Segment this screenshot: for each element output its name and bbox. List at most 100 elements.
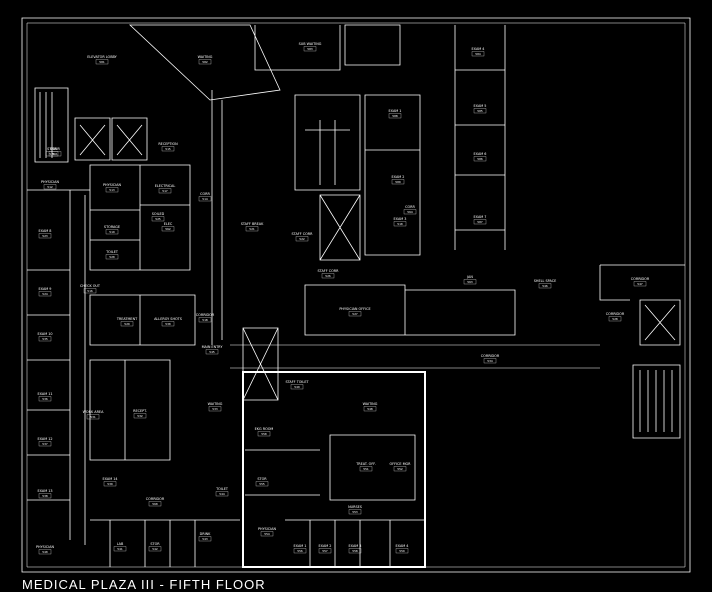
room-name: EXAM 6	[474, 152, 487, 156]
room-number: 541	[117, 547, 123, 551]
plan-caption: MEDICAL PLAZA III - FIFTH FLOOR	[22, 577, 266, 592]
room-number: 513	[109, 188, 115, 192]
room-number: 515	[165, 147, 171, 151]
room-number: 525	[155, 217, 161, 221]
room-name: STAIR	[50, 147, 60, 151]
room-number-box	[95, 59, 109, 65]
room-number: 516	[87, 289, 93, 293]
room-number-box	[133, 413, 147, 419]
room-name: JAN	[466, 275, 473, 279]
outer-wall	[21, 17, 691, 573]
room-name: EXAM 5	[474, 104, 487, 108]
room-number-box	[257, 431, 271, 437]
room-name: CORRIDOR	[146, 497, 165, 501]
room-name: STAFF BREAK	[241, 222, 264, 226]
room-name: EXAM 1	[294, 544, 307, 548]
room-name: WORK AREA	[83, 410, 104, 414]
room-number: 535	[42, 337, 48, 341]
room-number: 550	[261, 432, 267, 436]
treatment-walls	[89, 294, 196, 346]
room-number: 554	[264, 532, 270, 536]
highlighted-suite	[242, 371, 426, 568]
room-number-box	[608, 316, 622, 322]
room-name: WAITING	[363, 402, 378, 406]
room-name: EXAM 9	[39, 287, 52, 291]
room-number: 527	[352, 312, 358, 316]
room-number-box	[38, 336, 52, 342]
south-suite-rooms	[245, 434, 425, 567]
room-number: 508	[392, 114, 398, 118]
room-number-box	[633, 281, 647, 287]
room-number: 537	[42, 442, 48, 446]
room-number-box	[148, 546, 162, 552]
room-number-box	[471, 51, 485, 57]
east-exam-rooms	[454, 25, 506, 250]
room-number: 506	[477, 157, 483, 161]
room-number: 564	[407, 210, 413, 214]
room-number-box	[215, 491, 229, 497]
room-number: 528	[612, 317, 618, 321]
inner-wall	[26, 22, 686, 568]
room-number: 518	[202, 318, 208, 322]
room-number-box	[363, 406, 377, 412]
room-number-box	[198, 536, 212, 542]
room-number: 547	[637, 282, 643, 286]
room-number-box	[318, 548, 332, 554]
room-number: 560	[152, 502, 158, 506]
room-number: 511	[49, 152, 55, 156]
room-name: SHELL SPACE	[534, 279, 556, 283]
room-name: EXAM 8	[39, 229, 52, 233]
room-name: CORRIDOR	[606, 312, 625, 316]
room-number: 539	[107, 482, 113, 486]
room-number: 533	[212, 407, 218, 411]
room-number: 505	[477, 109, 483, 113]
room-name: EXAM 4	[396, 544, 409, 548]
room-name: EXAM 1	[389, 109, 402, 113]
room-number-box	[105, 229, 119, 235]
room-number-box	[161, 321, 175, 327]
east-step	[599, 264, 685, 301]
room-name: EXAM 10	[37, 332, 52, 336]
room-number: 553	[352, 510, 358, 514]
room-number-box	[391, 179, 405, 185]
room-name: SUB WAITING	[299, 42, 322, 46]
room-number: 524	[42, 292, 48, 296]
room-name: ALLERGY SHOTS	[154, 317, 182, 321]
room-number-box	[395, 548, 409, 554]
room-number: 501	[99, 60, 105, 64]
room-number: 529	[124, 322, 130, 326]
room-name: CORR	[405, 205, 415, 209]
room-number: 538	[42, 494, 48, 498]
room-name: STAIR	[47, 147, 57, 151]
room-name: EXAM 4	[472, 47, 485, 51]
room-number: 503	[307, 47, 313, 51]
room-number-box	[158, 188, 172, 194]
north-rooms	[128, 24, 401, 101]
room-number: 523	[42, 234, 48, 238]
room-name: PHYSICIAN	[36, 545, 55, 549]
room-name: CORRIDOR	[481, 354, 500, 358]
room-number: 521	[249, 227, 255, 231]
room-name: TREATMENT	[116, 317, 138, 321]
room-number-box	[348, 548, 362, 554]
physician-office-walls	[304, 284, 516, 336]
